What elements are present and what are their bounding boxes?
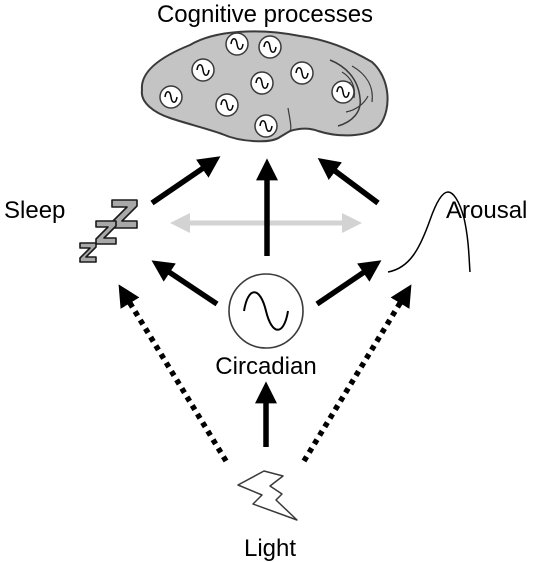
neural-oscillator-icon	[254, 114, 278, 138]
label-arousal: Arousal	[446, 197, 527, 224]
neural-oscillator-icon	[225, 32, 249, 56]
arrow-light-to-arousal	[301, 284, 412, 463]
neural-oscillator-icon	[215, 93, 239, 117]
label-sleep: Sleep	[4, 197, 65, 224]
arrow-circadian-to-arousal	[315, 260, 382, 307]
neural-oscillator-icon	[331, 80, 355, 104]
arrow-arousal-to-cognition	[317, 158, 380, 206]
bell-curve-icon	[387, 191, 471, 273]
neural-oscillator-icon	[191, 58, 215, 82]
neural-oscillator-icon	[250, 71, 274, 95]
arrow-circadian-to-sleep	[151, 260, 219, 307]
neural-oscillator-icon	[258, 35, 282, 59]
arrow-sleep-to-cognition	[150, 156, 221, 206]
brain-icon	[140, 30, 389, 143]
label-circadian: Circadian	[215, 353, 316, 380]
neural-oscillator-icon	[159, 85, 183, 109]
neural-oscillator-icon	[290, 61, 314, 85]
arrow-light-to-sleep	[118, 284, 229, 463]
zzz-icon	[79, 199, 138, 263]
lightning-bolt-icon	[237, 470, 298, 521]
sine-wave-icon	[228, 273, 304, 349]
title-cognitive-processes: Cognitive processes	[157, 1, 373, 28]
label-light: Light	[244, 535, 296, 562]
